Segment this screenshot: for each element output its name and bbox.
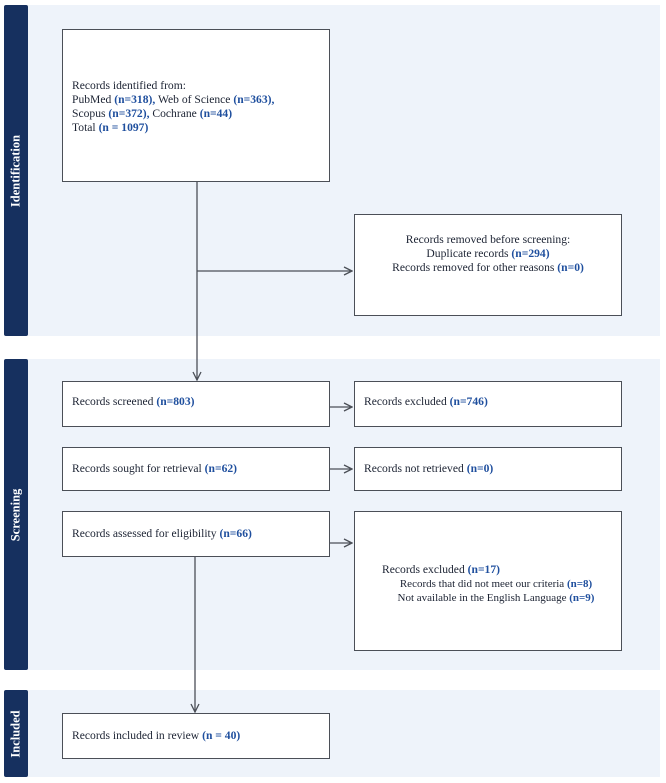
removed-heading: Records removed before screening: <box>405 233 571 246</box>
identification-text: Identification <box>8 134 23 207</box>
removed-duplicates: Duplicate records (n=294) <box>426 247 550 260</box>
identified-line-pubmed-wos: PubMed (n=318), Web of Science (n=363), <box>72 93 275 106</box>
scopus-count: (n=372), <box>108 107 150 120</box>
duplicate-count: (n=294) <box>511 247 550 260</box>
included-text: Included <box>8 709 23 758</box>
identified-line-scopus-cochrane: Scopus (n=372), Cochrane (n=44) <box>72 107 233 120</box>
identified-heading: Records identified from: <box>72 79 186 92</box>
wos-count: (n=363), <box>233 93 275 106</box>
records-excluded-box: Records excluded (n=746) <box>354 381 622 427</box>
eligibility-excluded-count: (n=17) <box>467 563 501 576</box>
records-removed-box: Records removed before screening: Duplic… <box>354 214 622 316</box>
screening-phase-label: Screening <box>4 359 28 670</box>
total-count: (n = 1097) <box>98 121 149 134</box>
records-assessed-box: Records assessed for eligibility (n=66) <box>62 511 330 557</box>
not-retrieved-count: (n=0) <box>466 462 494 475</box>
sought-count: (n=62) <box>204 462 238 475</box>
records-not-retrieved-box: Records not retrieved (n=0) <box>354 447 622 491</box>
excluded-count: (n=746) <box>449 395 488 408</box>
removed-other: Records removed for other reasons (n=0) <box>392 261 584 274</box>
screened-count: (n=803) <box>156 395 195 408</box>
records-sought-box: Records sought for retrieval (n=62) <box>62 447 330 491</box>
records-excluded-eligibility-box: Records excluded (n=17) Records that did… <box>354 511 622 651</box>
included-phase-label: Included <box>4 690 28 777</box>
records-screened-box: Records screened (n=803) <box>62 381 330 427</box>
cochrane-count: (n=44) <box>199 107 233 120</box>
eligibility-excluded-total: Records excluded (n=17) <box>382 563 501 576</box>
records-included-box: Records included in review (n = 40) <box>62 713 330 759</box>
language-count: (n=9) <box>569 592 595 604</box>
eligibility-reason-language: Not available in the English Language (n… <box>397 592 595 604</box>
eligibility-reason-criteria: Records that did not meet our criteria (… <box>399 578 593 590</box>
other-removed-count: (n=0) <box>557 261 584 274</box>
identified-total: Total (n = 1097) <box>72 121 149 134</box>
included-count: (n = 40) <box>202 729 241 742</box>
identification-phase-label: Identification <box>4 5 28 336</box>
criteria-count: (n=8) <box>566 578 593 590</box>
records-identified-box: Records identified from: PubMed (n=318),… <box>62 29 330 182</box>
pubmed-count: (n=318), <box>114 93 156 106</box>
assessed-count: (n=66) <box>219 527 252 540</box>
screening-text: Screening <box>8 488 23 541</box>
